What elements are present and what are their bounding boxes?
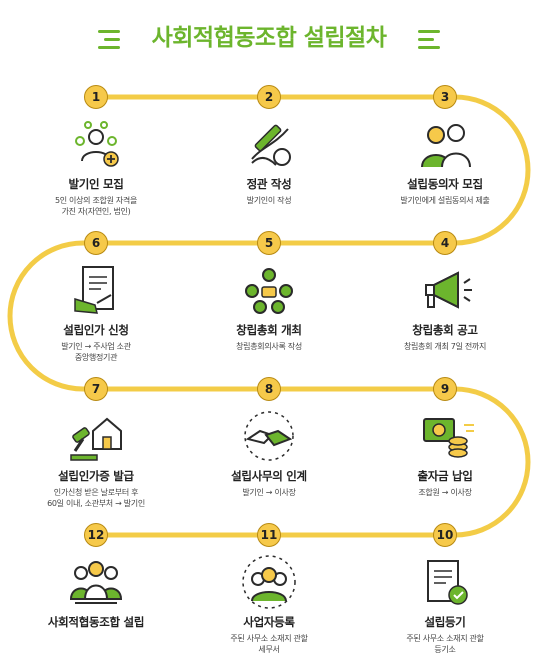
step-label: 설립인가 신청 [63, 323, 129, 337]
title-right-dash [418, 46, 440, 49]
group-people-icon [238, 551, 300, 613]
step-number-badge: 2 [257, 85, 281, 109]
step-label: 정관 작성 [246, 177, 292, 191]
handshake-icon [238, 405, 300, 467]
step-label: 설립등기 [424, 615, 466, 629]
step-description: 창립총회의사록 작성 [236, 342, 302, 351]
step-description: 발기인 → 이사장 [242, 488, 296, 497]
step-number-badge: 1 [84, 85, 108, 109]
step-label: 설립동의자 모집 [407, 177, 483, 191]
step-description: 발기인 → 주사업 소관 중앙행정기관 [61, 342, 131, 362]
step-number-badge: 5 [257, 231, 281, 255]
two-people-icon [414, 113, 476, 175]
step-number-badge: 6 [84, 231, 108, 255]
step-label: 사회적협동조합 설립 [47, 615, 145, 629]
step-number-badge: 7 [84, 377, 108, 401]
document-sign-icon [65, 259, 127, 321]
certificate-icon [414, 551, 476, 613]
money-coins-icon [414, 405, 476, 467]
step-label: 설립인가증 발급 [58, 469, 134, 483]
step-label: 설립사무의 인계 [231, 469, 307, 483]
step-label: 사업자등록 [243, 615, 295, 629]
page-title: 사회적협동조합 설립절차 [151, 25, 387, 51]
step-label: 창립총회 공고 [412, 323, 478, 337]
title-right-dash [418, 38, 434, 41]
step-number-badge: 12 [84, 523, 108, 547]
title-left-dash [104, 38, 120, 41]
step-description: 발기인이 작성 [246, 196, 292, 205]
step-number-badge: 9 [433, 377, 457, 401]
step-number-badge: 4 [433, 231, 457, 255]
step-label: 창립총회 개최 [236, 323, 302, 337]
gavel-house-icon [65, 405, 127, 467]
step-description: 창립총회 개최 7일 전까지 [403, 342, 487, 351]
title-left-dash [98, 46, 120, 49]
step-description: 5인 이상의 조합원 자격을 가진 자(자연인, 법인) [54, 196, 138, 216]
megaphone-icon [414, 259, 476, 321]
step-description: 주된 사무소 소재지 관할 등기소 [406, 634, 484, 654]
pen-writing-icon [238, 113, 300, 175]
step-label: 출자금 납입 [417, 469, 473, 483]
step-description: 인가신청 받은 날로부터 후 60일 이내, 소관부처 → 발기인 [47, 488, 145, 508]
step-description: 조합원 → 이사장 [418, 488, 472, 497]
step-description: 발기인에게 설립동의서 제출 [400, 196, 490, 205]
title-left-dash [98, 30, 120, 33]
step-label: 발기인 모집 [68, 177, 124, 191]
step-number-badge: 8 [257, 377, 281, 401]
cooperative-people-icon [65, 551, 127, 613]
step-number-badge: 10 [433, 523, 457, 547]
meeting-icon [238, 259, 300, 321]
step-description: 주된 사무소 소재지 관할 세무서 [230, 634, 308, 654]
step-number-badge: 3 [433, 85, 457, 109]
title-right-dash [418, 30, 440, 33]
people-plus-icon [65, 113, 127, 175]
step-number-badge: 11 [257, 523, 281, 547]
